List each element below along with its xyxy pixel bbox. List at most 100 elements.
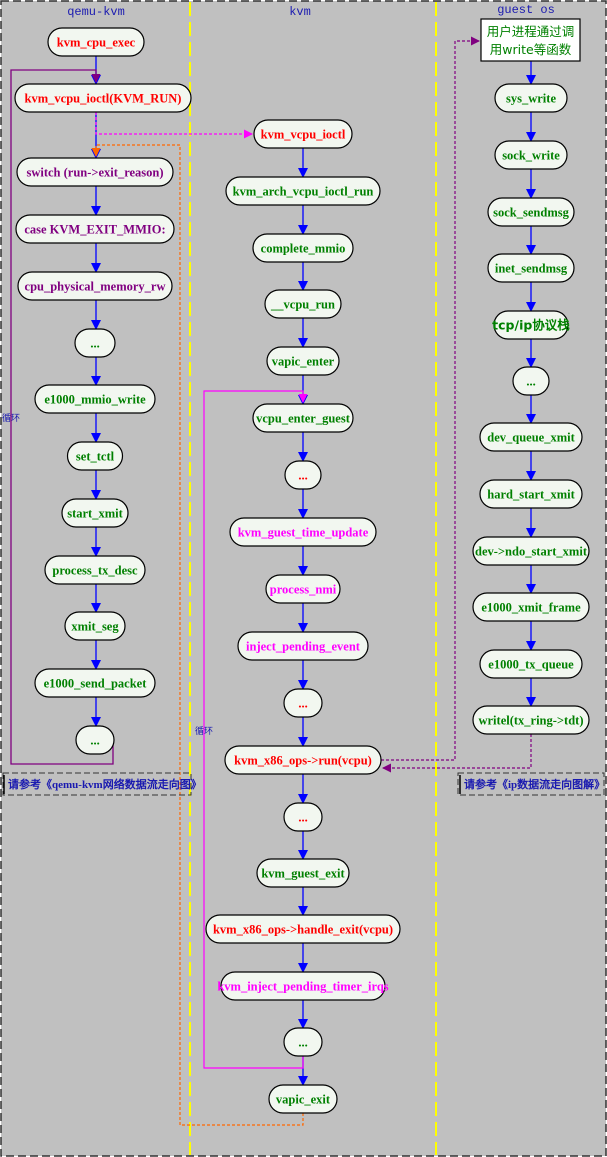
guest-start-box xyxy=(480,18,581,62)
node-layer: kvm_cpu_execkvm_vcpu_ioctl(KVM_RUN)switc… xyxy=(14,27,590,1114)
guest-node-shape xyxy=(494,140,568,170)
kvm-node-0-kvm-vcpu-ioctl: kvm_vcpu_ioctl xyxy=(253,119,353,149)
guest-node-0-sys-write: sys_write xyxy=(494,83,568,113)
guest-node-label: sock_sendmsg xyxy=(493,206,569,220)
kvm-node-shape xyxy=(225,176,381,206)
guest-ref-box xyxy=(457,772,605,796)
guest-node-10-e1000-tx-queue: e1000_tx_queue xyxy=(479,649,583,679)
qemu-node-shape xyxy=(74,328,116,358)
guest-to-kvm xyxy=(382,734,532,773)
guest-start-line2: 用write等函数 xyxy=(490,42,572,57)
kvm-node-label: kvm_arch_vcpu_ioctl_run xyxy=(233,185,374,199)
kvm-node-label: vapic_exit xyxy=(276,1093,331,1107)
guest-node-label: writel(tx_ring->tdt) xyxy=(478,714,583,728)
kvm-node-10-ellipsis: ... xyxy=(283,688,323,718)
qemu-node-2-switch-run-exit-reason: switch (run->exit_reason) xyxy=(16,157,174,187)
kvm-node-9-inject-pending-event: inject_pending_event xyxy=(237,631,369,661)
kvm-node-7-kvm-guest-time-update: kvm_guest_time_update xyxy=(229,517,377,547)
qemu-node-label: e1000_mmio_write xyxy=(44,393,146,407)
guest-node-shape xyxy=(487,253,575,283)
guest-node-shape xyxy=(479,479,583,509)
column-header-qemu: qemu-kvm xyxy=(67,5,125,19)
guest-node-label: dev->ndo_start_xmit xyxy=(475,545,588,559)
kvm-node-shape xyxy=(284,460,322,490)
kvm-node-3-vcpu-run: __vcpu_run xyxy=(264,289,342,319)
guest-node-5-ellipsis: ... xyxy=(512,366,550,396)
guest-node-shape xyxy=(512,366,550,396)
kvm-node-5-vcpu-enter-guest: vcpu_enter_guest xyxy=(252,403,354,433)
kvm-node-label: complete_mmio xyxy=(261,242,346,256)
qemu-node-shape xyxy=(47,27,145,57)
guest-node-shape xyxy=(479,649,583,679)
guest-node-11-writel-tx-ring-tdt: writel(tx_ring->tdt) xyxy=(472,705,590,735)
kvm-node-shape xyxy=(283,1027,323,1057)
kvm-node-shape xyxy=(256,858,350,888)
qemu-node-shape xyxy=(44,555,146,585)
qemu-node-1-kvm-vcpu-ioctl-kvm-run: kvm_vcpu_ioctl(KVM_RUN) xyxy=(14,83,192,113)
qemu-node-4-cpu-physical-memory-rw: cpu_physical_memory_rw xyxy=(17,271,173,301)
guest-node-2-sock-sendmsg: sock_sendmsg xyxy=(487,197,575,227)
guest-node-shape xyxy=(493,310,569,340)
kvm-node-shape xyxy=(266,346,340,376)
qemu-node-label: kvm_vcpu_ioctl(KVM_RUN) xyxy=(25,92,182,106)
qemu-node-11-e1000-send-packet: e1000_send_packet xyxy=(34,668,156,698)
qemu-node-5-ellipsis: ... xyxy=(74,328,116,358)
kvm-node-shape xyxy=(237,631,369,661)
kvm-node-13-kvm-guest-exit: kvm_guest_exit xyxy=(256,858,350,888)
qemu-node-label: process_tx_desc xyxy=(52,564,138,578)
kvm-node-label: kvm_vcpu_ioctl xyxy=(261,128,346,142)
kvm-node-label: kvm_x86_ops->run(vcpu) xyxy=(234,754,372,768)
kvm-to-guest xyxy=(381,36,480,761)
kvm-node-label: ... xyxy=(298,1036,307,1050)
kvm-node-16-ellipsis: ... xyxy=(283,1027,323,1057)
kvm-node-11-kvm-x86-ops-run-vcpu: kvm_x86_ops->run(vcpu) xyxy=(224,745,382,775)
kvm-loop-label: 循环 xyxy=(195,725,213,737)
qemu-node-label: e1000_send_packet xyxy=(44,677,148,691)
kvm-node-14-kvm-x86-ops-handle-exit-vcpu: kvm_x86_ops->handle_exit(vcpu) xyxy=(205,914,401,944)
qemu-node-3-case-kvm-exit-mmio: case KVM_EXIT_MMIO: xyxy=(15,214,175,244)
qemu-loop-label: 循环 xyxy=(2,412,20,424)
qemu-node-shape xyxy=(14,83,192,113)
kvm-node-label: vcpu_enter_guest xyxy=(256,412,351,426)
guest-node-label: ... xyxy=(526,375,535,389)
qemu-node-10-xmit-seg: xmit_seg xyxy=(64,611,126,641)
guest-ref-text: 请参考《ip数据流走向图解》 xyxy=(464,777,605,791)
kvm-node-label: __vcpu_run xyxy=(270,298,335,312)
kvm-node-shape xyxy=(224,745,382,775)
qemu-node-shape xyxy=(64,611,126,641)
guest-node-label: tcp/ip协议栈 xyxy=(492,318,570,333)
kvm-node-4-vapic-enter: vapic_enter xyxy=(266,346,340,376)
guest-node-8-dev-ndo-start-xmit: dev->ndo_start_xmit xyxy=(472,536,590,566)
kvm-node-shape xyxy=(252,233,354,263)
kvm-node-1-kvm-arch-vcpu-ioctl-run: kvm_arch_vcpu_ioctl_run xyxy=(225,176,381,206)
qemu-node-shape xyxy=(16,157,174,187)
kvm-node-label: vapic_enter xyxy=(272,355,335,369)
guest-node-label: sock_write xyxy=(502,149,560,163)
qemu-node-label: cpu_physical_memory_rw xyxy=(25,280,166,294)
guest-node-9-e1000-xmit-frame: e1000_xmit_frame xyxy=(472,592,590,622)
kvm-node-label: process_nmi xyxy=(270,583,337,597)
guest-start-line1: 用户进程通过调 xyxy=(487,24,575,39)
qemu-ref-box xyxy=(2,772,192,796)
guest-node-label: sys_write xyxy=(506,92,556,106)
kvm-node-shape xyxy=(264,289,342,319)
qemu-node-label: set_tctl xyxy=(76,450,115,464)
qemu-node-shape xyxy=(15,214,175,244)
guest-node-label: hard_start_xmit xyxy=(487,488,575,502)
qemu-node-label: ... xyxy=(90,734,99,748)
kvm-node-shape xyxy=(265,574,341,604)
kvm-node-label: kvm_inject_pending_timer_irqs xyxy=(217,980,388,994)
qemu-node-shape xyxy=(75,725,115,755)
guest-node-shape xyxy=(472,536,590,566)
kvm-node-label: ... xyxy=(298,697,307,711)
kvm-node-label: ... xyxy=(298,811,307,825)
qemu-node-label: ... xyxy=(90,337,99,351)
kvm-node-6-ellipsis: ... xyxy=(284,460,322,490)
qemu-loop-path xyxy=(10,69,114,765)
qemu-node-shape xyxy=(34,668,156,698)
guest-node-shape xyxy=(472,705,590,735)
kvm-loop-path xyxy=(203,390,308,1069)
qemu-node-label: xmit_seg xyxy=(71,620,119,634)
guest-node-shape xyxy=(479,422,583,452)
